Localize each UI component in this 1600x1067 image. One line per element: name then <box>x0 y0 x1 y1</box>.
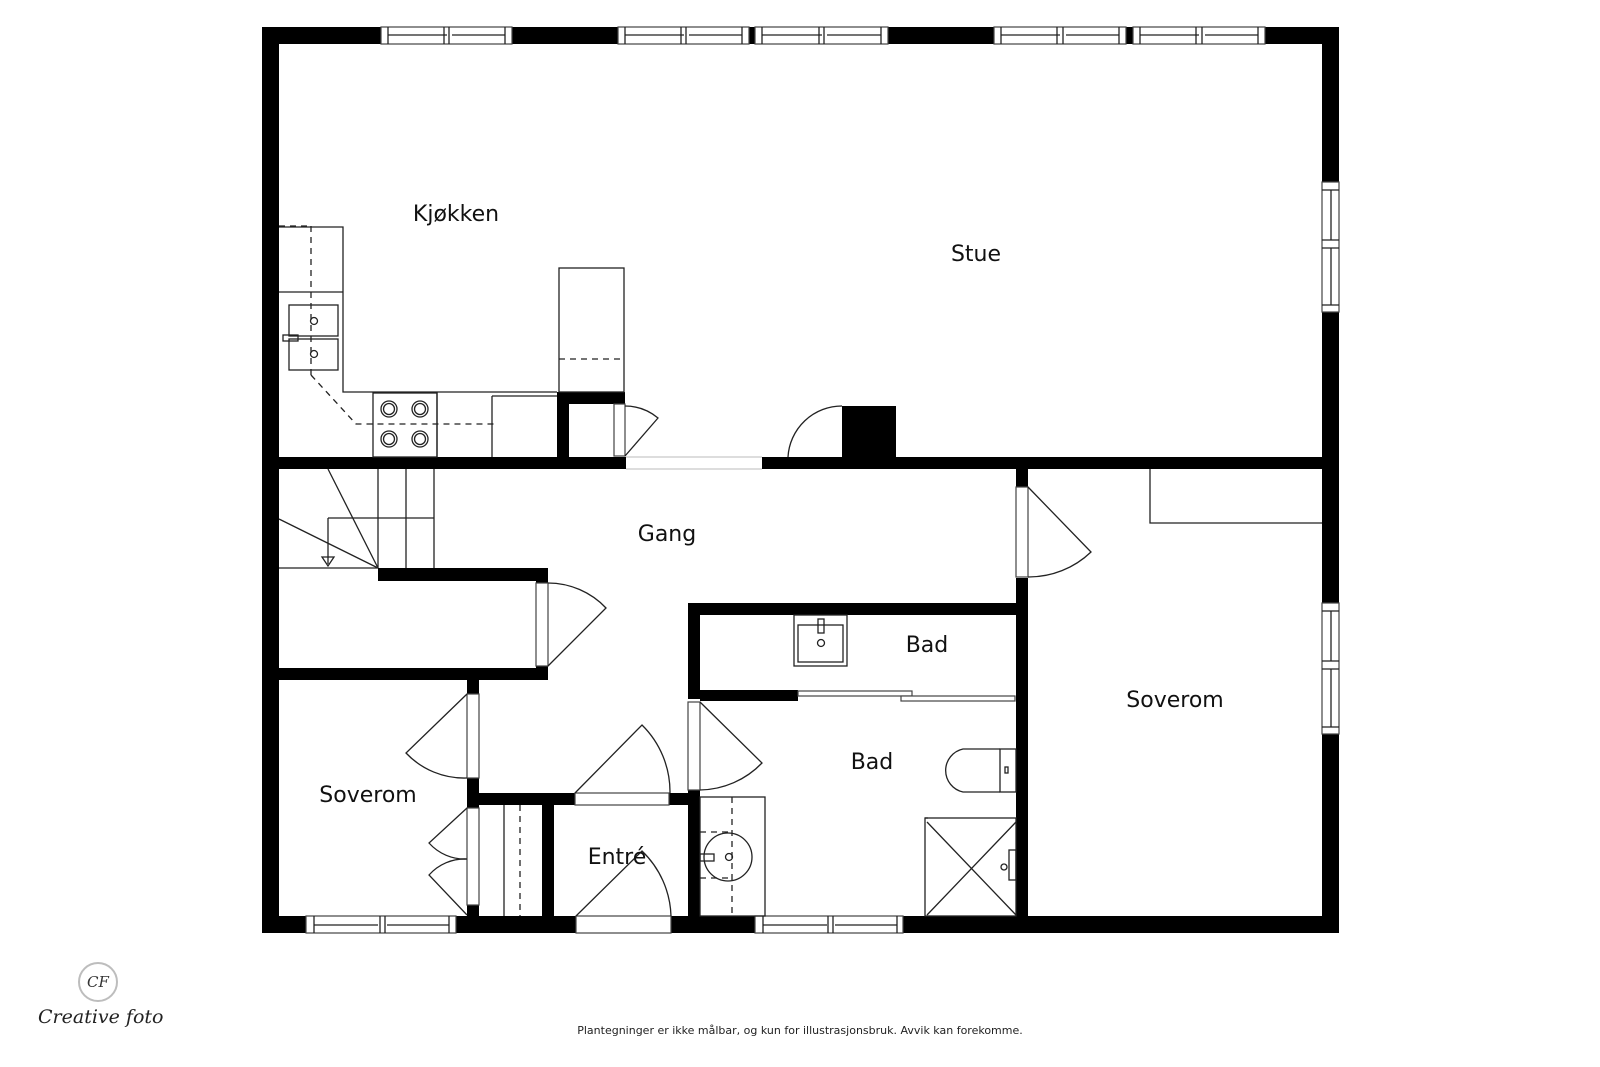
room-label-gang: Gang <box>638 522 696 547</box>
kitchen-fixtures <box>279 225 625 458</box>
bottom-windows <box>305 915 904 934</box>
room-label-kjokken: Kjøkken <box>413 202 499 227</box>
sink-icon <box>282 304 339 371</box>
door-icon <box>687 701 763 791</box>
room-label-soverom-left: Soverom <box>319 783 416 808</box>
door-icon <box>1015 486 1092 578</box>
door-icon <box>405 693 480 779</box>
window-icon <box>380 26 513 45</box>
window-icon <box>754 26 889 45</box>
staircase <box>278 468 435 569</box>
brand-logo: CF Creative foto <box>38 962 164 1028</box>
room-label-soverom-right: Soverom <box>1126 688 1223 713</box>
fridge-icon <box>558 267 625 393</box>
room-labels: Kjøkken Stue Gang Bad Bad Soverom Sovero… <box>319 202 1223 870</box>
window-icon <box>754 915 904 934</box>
room-label-stue: Stue <box>951 242 1001 267</box>
sliding-door-icon <box>797 690 1016 702</box>
sink-icon <box>793 614 848 667</box>
window-icon <box>1321 181 1340 313</box>
bathroom-fixtures <box>699 614 1017 917</box>
sink-icon <box>699 796 766 917</box>
closet-door-icon <box>428 807 480 916</box>
door-icon <box>574 724 671 806</box>
door-icon <box>787 405 843 458</box>
window-icon <box>1132 26 1266 45</box>
door-icon <box>535 582 607 667</box>
window-icon <box>305 915 457 934</box>
opening <box>626 456 762 470</box>
shower-icon <box>924 817 1017 917</box>
top-windows <box>380 26 1266 45</box>
window-icon <box>1321 602 1340 735</box>
logo-monogram: CF <box>78 962 118 1002</box>
stove-icon <box>372 392 438 458</box>
interior-walls <box>262 392 1322 916</box>
entry-door-threshold <box>575 915 672 934</box>
room-label-bad-upper: Bad <box>906 633 949 658</box>
outer-walls <box>262 27 1339 933</box>
door-icon <box>575 850 672 917</box>
logo-text: Creative foto <box>38 1006 164 1028</box>
closet-shelves <box>503 805 521 916</box>
window-icon <box>617 26 750 45</box>
disclaimer-text: Plantegninger er ikke målbar, og kun for… <box>577 1024 1023 1037</box>
wardrobe <box>1149 469 1322 524</box>
doors <box>405 403 1092 917</box>
door-icon <box>613 403 659 457</box>
room-label-bad-lower: Bad <box>851 750 894 775</box>
window-icon <box>993 26 1127 45</box>
room-label-entre: Entré <box>588 845 647 870</box>
toilet-icon <box>945 748 1017 793</box>
right-windows <box>1321 181 1340 735</box>
stair-arrow-icon <box>320 556 336 568</box>
